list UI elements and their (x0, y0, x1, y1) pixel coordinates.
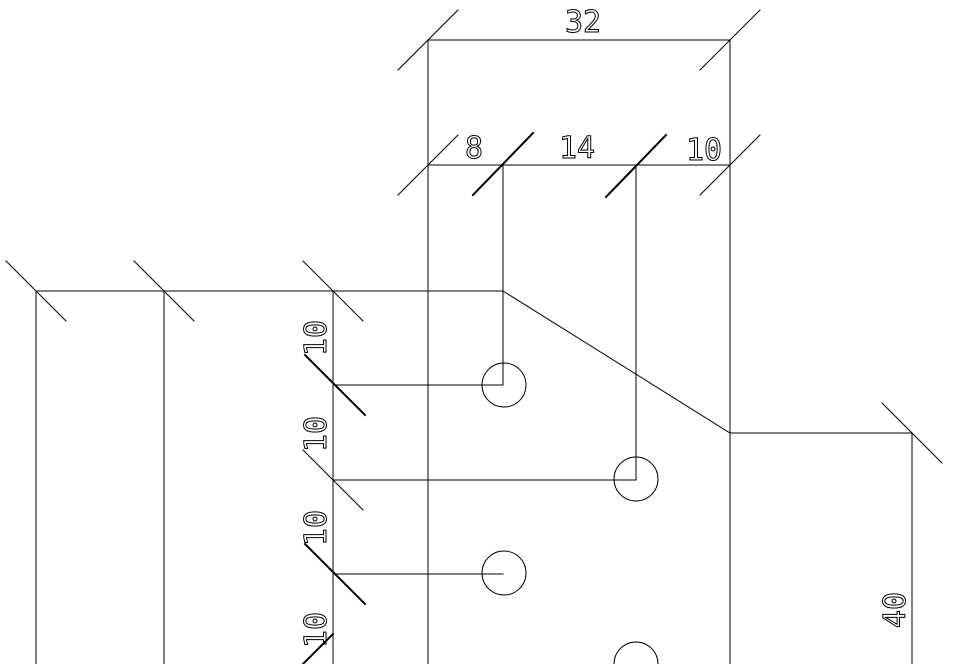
dimension-label-top-middle: 14 (559, 131, 595, 166)
tick-mark (881, 402, 943, 464)
tick-mark (471, 131, 535, 197)
tick-mark (397, 9, 459, 71)
tick-mark (604, 133, 668, 199)
dimension-label-top-overall: 32 (565, 5, 601, 40)
dimension-top-segments (397, 134, 761, 480)
tick-mark (699, 134, 761, 196)
dimension-right (881, 402, 943, 664)
tick-mark (301, 632, 335, 664)
sloped-edge-line (502, 290, 731, 434)
tick-mark (302, 449, 364, 511)
dimension-top-overall (397, 9, 761, 71)
dimension-label-top-right: 10 (686, 133, 722, 168)
dimension-label-top-left: 8 (465, 131, 483, 166)
hole-4 (613, 641, 659, 664)
tick-mark (303, 542, 367, 606)
tick-mark (133, 260, 195, 322)
dimension-label-vertical-4: 10 (299, 612, 334, 648)
hole-3 (481, 550, 527, 596)
tick-mark (397, 134, 459, 196)
dimension-bold-ticks-vertical (301, 353, 367, 664)
dimension-label-vertical-3: 10 (299, 510, 334, 546)
holes (481, 362, 659, 664)
dimension-vertical-chain (302, 290, 637, 664)
dimension-label-vertical-1: 10 (299, 320, 334, 356)
tick-mark (699, 9, 761, 71)
dimension-label-vertical-2: 10 (299, 416, 334, 452)
part-outline (35, 39, 913, 664)
dimension-bold-ticks-top (471, 131, 668, 199)
tick-mark (5, 260, 67, 322)
tick-mark (303, 353, 367, 417)
dimension-label-right: 40 (878, 592, 913, 628)
